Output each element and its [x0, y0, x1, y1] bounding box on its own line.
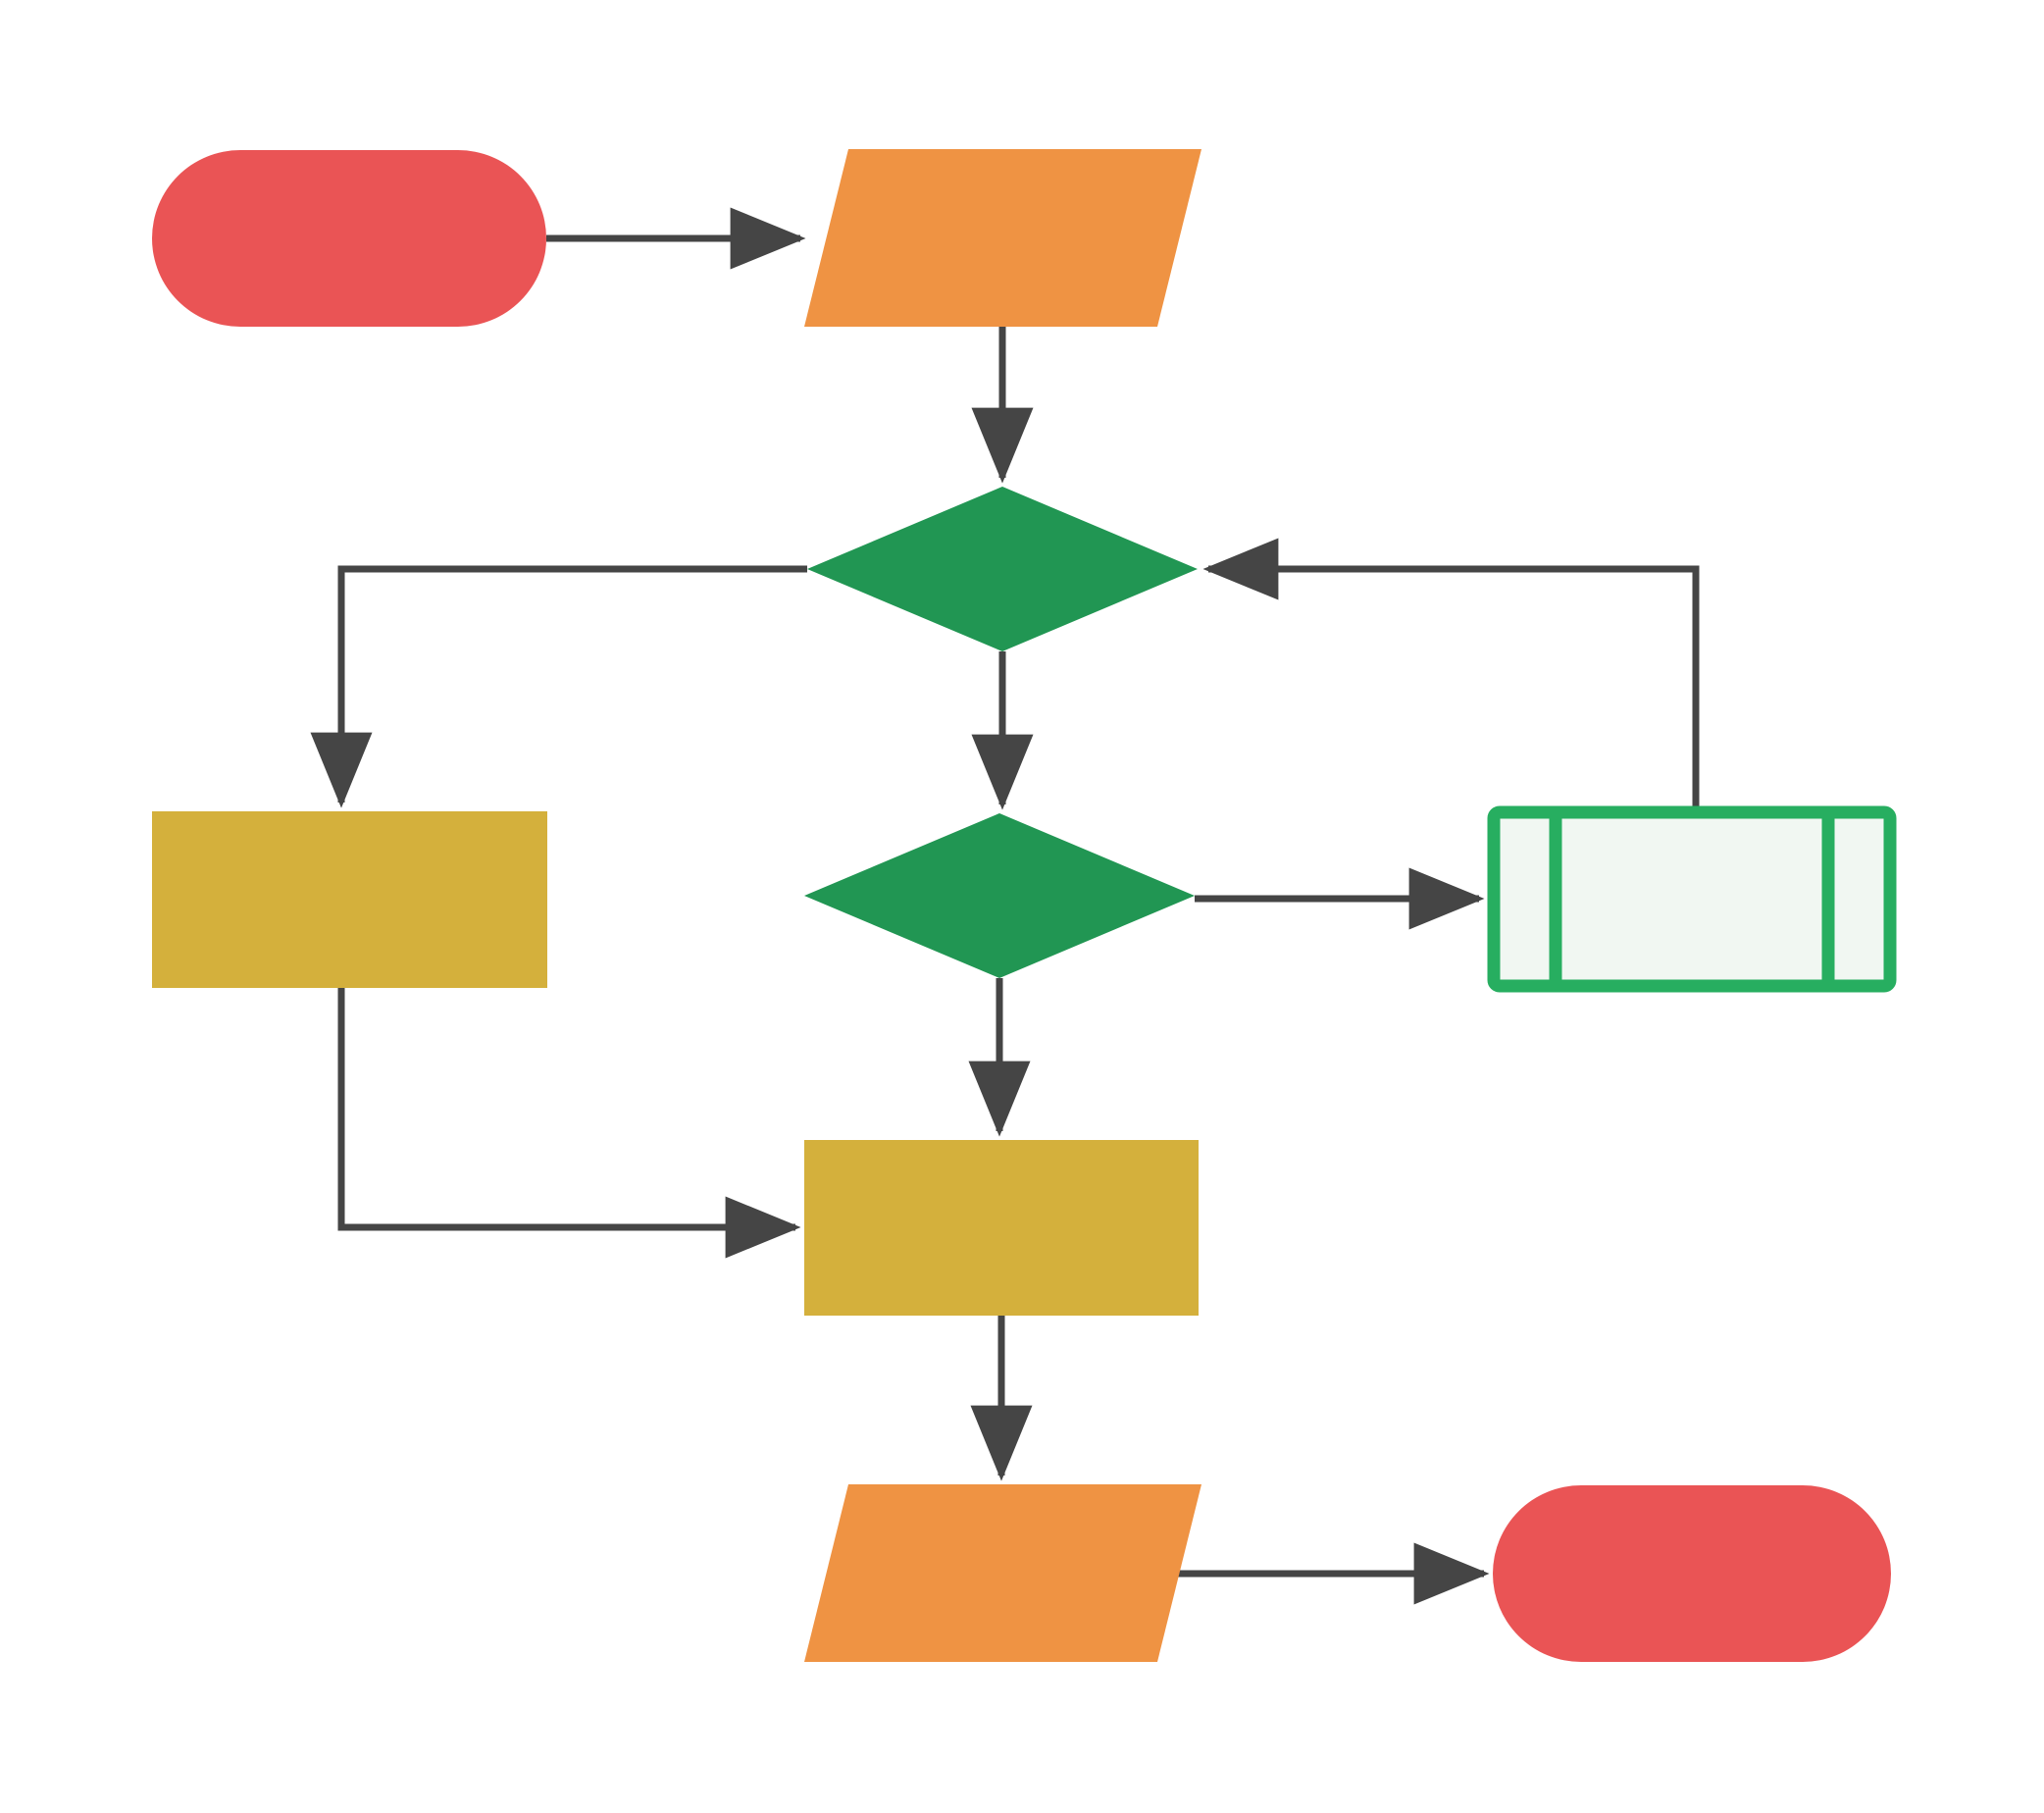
connector-layer — [310, 207, 1700, 1605]
node-output-parallelogram[interactable] — [804, 1484, 1201, 1662]
node-decision-2-diamond[interactable] — [804, 813, 1195, 978]
node-end-terminator[interactable] — [1493, 1485, 1891, 1662]
node-subroutine-predefined-process[interactable] — [1487, 805, 1897, 993]
connector-process-left-to-process-center — [337, 988, 801, 1259]
connector-decision1-to-process-left — [310, 565, 807, 808]
node-process-center-rectangle[interactable] — [804, 1140, 1199, 1316]
node-process-left-rectangle[interactable] — [152, 811, 547, 988]
node-start-terminator[interactable] — [152, 150, 546, 327]
node-decision-1-diamond[interactable] — [807, 487, 1198, 651]
connector-subroutine-feedback-to-decision1 — [1202, 538, 1700, 806]
node-input-parallelogram[interactable] — [804, 149, 1201, 327]
node-layer — [152, 149, 1897, 1662]
